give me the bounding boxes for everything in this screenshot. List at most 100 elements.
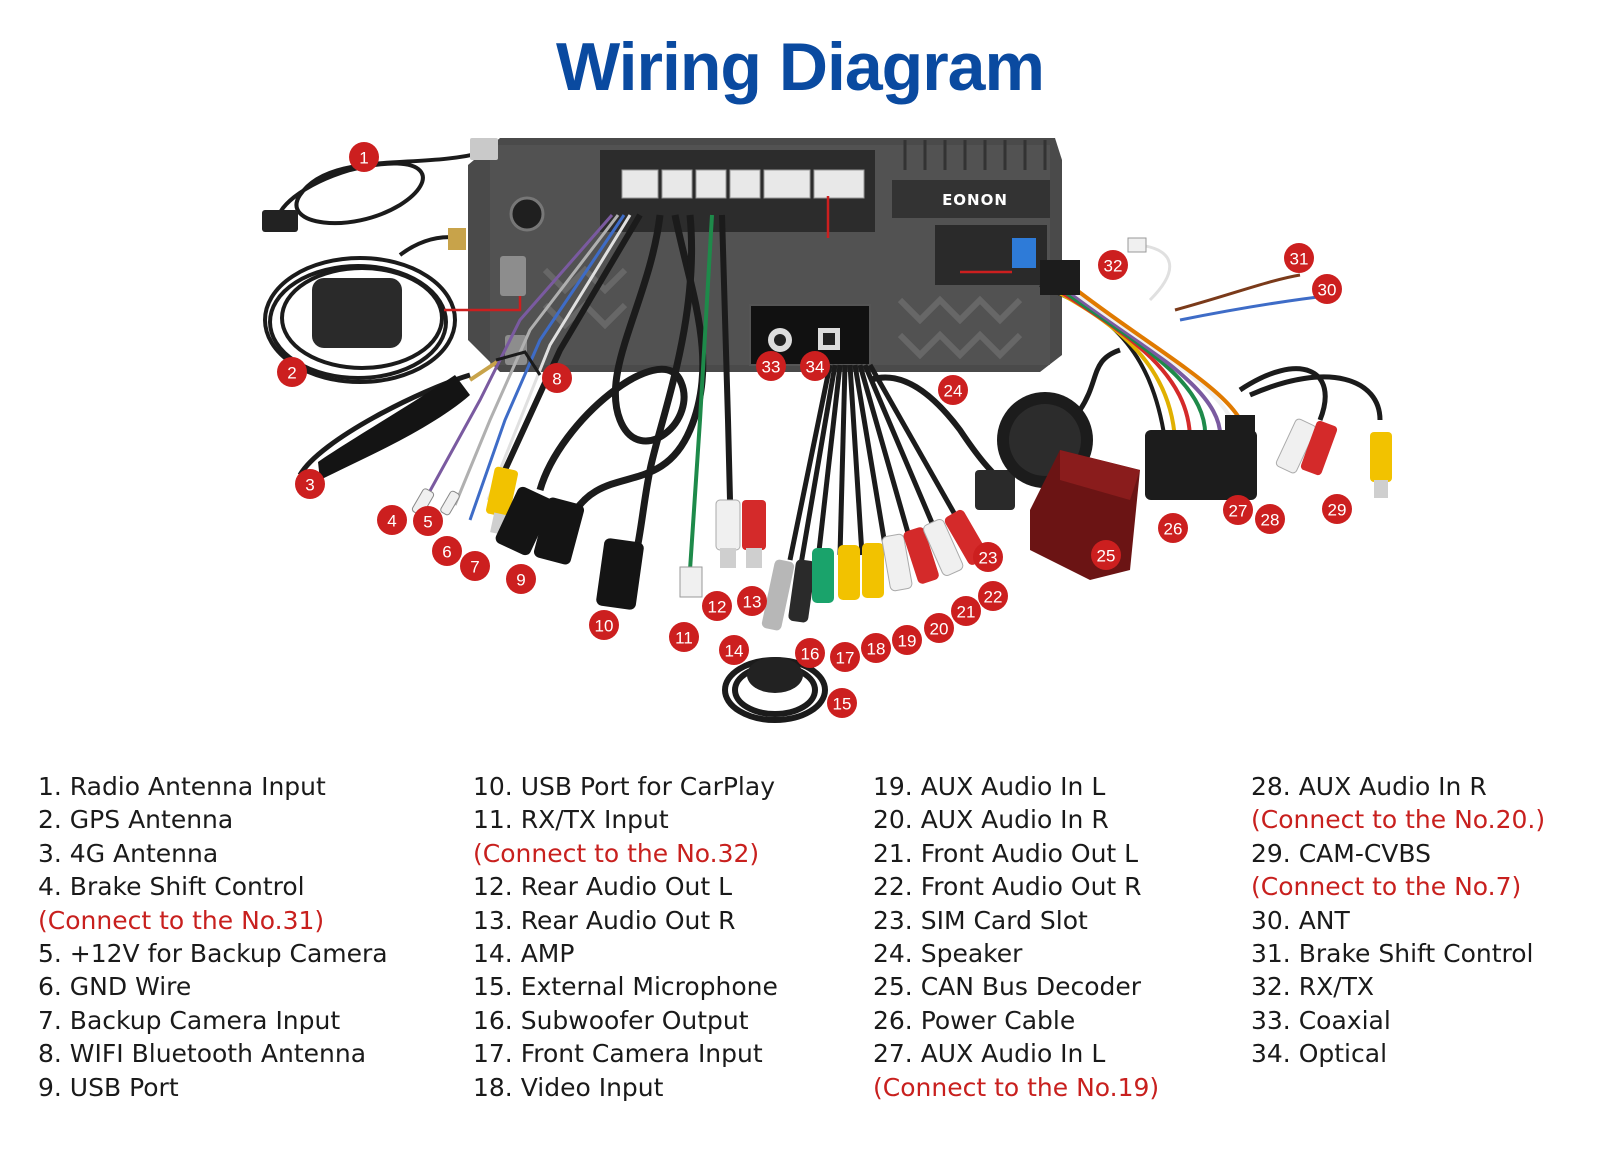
callout-1: 1	[349, 142, 379, 172]
legend-item: 9. USB Port	[38, 1072, 179, 1102]
legend-item: 34. Optical	[1251, 1039, 1388, 1069]
callout-number: 7	[470, 558, 479, 577]
legend-item: 3. 4G Antenna	[38, 838, 219, 868]
callout-number: 1	[359, 149, 368, 168]
callout-5: 5	[413, 506, 443, 536]
legend-note: (Connect to the No.32)	[473, 838, 760, 868]
legend-item: 18. Video Input	[473, 1072, 664, 1102]
callout-circle	[861, 633, 891, 663]
callout-circle	[800, 351, 830, 381]
legend-item: 13. Rear Audio Out R	[473, 905, 736, 935]
callout-32: 32	[1098, 250, 1128, 280]
legend-note: (Connect to the No.19)	[873, 1072, 1160, 1102]
callout-circle	[1312, 274, 1342, 304]
callout-14: 14	[719, 635, 749, 665]
callout-34: 34	[800, 351, 830, 381]
callout-number: 11	[675, 629, 693, 648]
legend-item: 19. AUX Audio In L	[873, 772, 1106, 801]
callout-22: 22	[978, 581, 1008, 611]
callout-13: 13	[737, 586, 767, 616]
callout-number: 9	[516, 571, 525, 590]
callout-number: 12	[708, 598, 727, 617]
callout-number: 32	[1104, 257, 1123, 276]
callout-18: 18	[861, 633, 891, 663]
legend-item: 12. Rear Audio Out L	[473, 872, 733, 902]
callout-number: 2	[287, 364, 296, 383]
callout-circle	[830, 642, 860, 672]
callout-number: 14	[725, 642, 744, 661]
callout-20: 20	[924, 613, 954, 643]
leader-lines	[444, 196, 1012, 312]
callout-number: 3	[305, 476, 314, 495]
callout-number: 27	[1229, 502, 1248, 521]
callout-number: 5	[423, 513, 432, 532]
legend-item: 22. Front Audio Out R	[873, 872, 1142, 902]
callout-23: 23	[973, 542, 1003, 572]
callout-number: 16	[801, 645, 820, 664]
callout-26: 26	[1158, 513, 1188, 543]
legend-item: 24. Speaker	[873, 939, 1023, 969]
wiring-diagram: EONON	[262, 138, 1392, 723]
callout-8: 8	[542, 363, 572, 393]
legend-item: 11. RX/TX Input	[473, 805, 669, 835]
callout-circle	[827, 688, 857, 718]
legend-item: 32. RX/TX	[1251, 972, 1375, 1002]
callout-number: 20	[930, 620, 949, 639]
gps-antenna	[263, 228, 466, 384]
callout-circle	[589, 610, 619, 640]
brand-logo: EONON	[942, 191, 1008, 209]
callout-27: 27	[1223, 495, 1253, 525]
callout-number: 25	[1097, 547, 1116, 566]
callout-25: 25	[1091, 540, 1121, 570]
callout-circle	[951, 596, 981, 626]
callout-circle	[413, 506, 443, 536]
legend-item: 20. AUX Audio In R	[873, 805, 1109, 835]
callout-number: 30	[1318, 281, 1337, 300]
callout-11: 11	[669, 622, 699, 652]
callout-21: 21	[951, 596, 981, 626]
callout-circle	[1255, 504, 1285, 534]
callout-31: 31	[1284, 243, 1314, 273]
callout-number: 4	[387, 512, 396, 531]
callout-circle	[377, 505, 407, 535]
callout-3: 3	[295, 469, 325, 499]
callout-number: 31	[1290, 250, 1309, 269]
callout-circle	[892, 625, 922, 655]
callout-29: 29	[1322, 494, 1352, 524]
legend-item: 31. Brake Shift Control	[1251, 939, 1534, 969]
callout-number: 10	[595, 617, 614, 636]
legend-item: 30. ANT	[1251, 905, 1350, 935]
callout-circle	[1158, 513, 1188, 543]
callout-number: 26	[1164, 520, 1183, 539]
brake-power-gnd-wires	[423, 214, 632, 521]
rx-tx-and-rear-audio	[679, 214, 766, 598]
legend-item: 23. SIM Card Slot	[873, 905, 1088, 935]
4g-antenna	[297, 358, 502, 480]
callout-number: 23	[979, 549, 998, 568]
callout-4: 4	[377, 505, 407, 535]
legend-note: (Connect to the No.31)	[38, 905, 325, 935]
callout-circle	[349, 142, 379, 172]
callout-30: 30	[1312, 274, 1342, 304]
callout-circle	[938, 375, 968, 405]
backup-camera-rca	[486, 213, 643, 536]
callout-24: 24	[938, 375, 968, 405]
callout-28: 28	[1255, 504, 1285, 534]
callout-12: 12	[702, 591, 732, 621]
callout-circle	[295, 469, 325, 499]
callout-number: 29	[1328, 501, 1347, 520]
callout-circle	[924, 613, 954, 643]
callout-circle	[719, 635, 749, 665]
head-unit: EONON	[468, 138, 1062, 372]
callout-circle	[277, 357, 307, 387]
callout-circle	[1284, 243, 1314, 273]
callout-6: 6	[432, 536, 462, 566]
callout-number: 19	[898, 632, 917, 651]
legend-item: 16. Subwoofer Output	[473, 1005, 749, 1035]
callout-number: 28	[1261, 511, 1280, 530]
callout-circle	[432, 536, 462, 566]
callout-number: 6	[442, 543, 451, 562]
callout-circle	[795, 638, 825, 668]
